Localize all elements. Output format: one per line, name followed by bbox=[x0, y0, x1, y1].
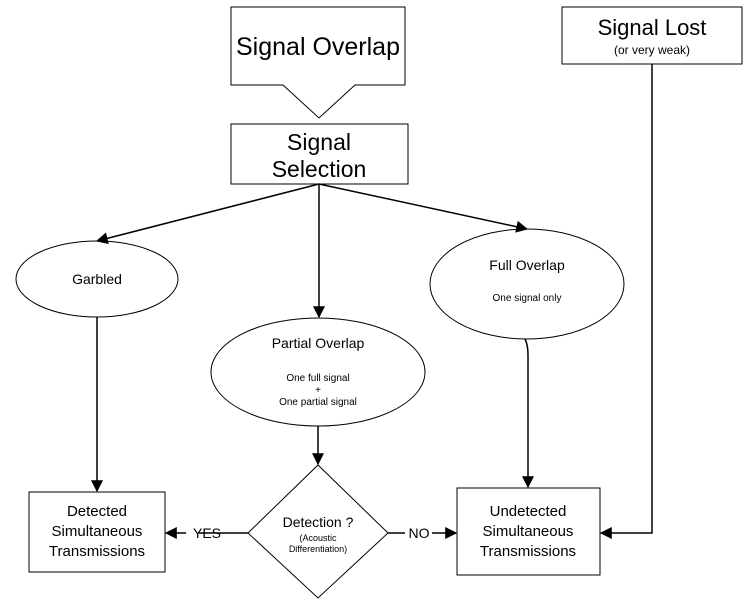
edge-selection-to-full bbox=[318, 183, 529, 233]
undetected-line1: Undetected bbox=[490, 503, 567, 520]
edge-full-to-undetected bbox=[522, 338, 534, 489]
full-overlap-sublabel: One signal only bbox=[493, 293, 562, 304]
detection-decision-node: Detection ? (Acoustic Differentiation) bbox=[247, 464, 389, 599]
partial-overlap-sub1: One full signal bbox=[286, 373, 349, 384]
undetected-line3: Transmissions bbox=[480, 543, 576, 560]
signal-lost-label: Signal Lost bbox=[598, 15, 707, 40]
edge-selection-to-garbled bbox=[95, 183, 320, 245]
signal-lost-sublabel: (or very weak) bbox=[614, 43, 690, 57]
signal-selection-node: Signal Selection bbox=[230, 123, 409, 185]
partial-overlap-sub2: + bbox=[315, 385, 321, 396]
undetected-line2: Simultaneous bbox=[483, 523, 574, 540]
edge-lost-to-undetected bbox=[599, 64, 653, 539]
garbled-label: Garbled bbox=[72, 271, 122, 287]
detected-line2: Simultaneous bbox=[52, 523, 143, 540]
partial-overlap-sub3: One partial signal bbox=[279, 397, 357, 408]
detected-line1: Detected bbox=[67, 503, 127, 520]
signal-overlap-node: Signal Overlap bbox=[230, 6, 406, 119]
garbled-node: Garbled bbox=[15, 240, 179, 318]
undetected-transmissions-node: Undetected Simultaneous Transmissions bbox=[456, 487, 601, 576]
full-overlap-label: Full Overlap bbox=[489, 257, 565, 273]
full-overlap-node: Full Overlap One signal only bbox=[429, 228, 625, 340]
partial-overlap-label: Partial Overlap bbox=[272, 335, 365, 351]
signal-overlap-label: Signal Overlap bbox=[236, 33, 400, 61]
signal-selection-line2: Selection bbox=[272, 156, 367, 182]
edge-no-label: NO bbox=[409, 525, 430, 541]
partial-overlap-node: Partial Overlap One full signal + One pa… bbox=[210, 317, 426, 427]
detection-label: Detection ? bbox=[283, 514, 354, 530]
detection-sub2: Differentiation) bbox=[289, 544, 347, 554]
detection-sub1: (Acoustic bbox=[299, 533, 337, 543]
signal-lost-node: Signal Lost (or very weak) bbox=[561, 6, 743, 65]
edge-yes-label: YES bbox=[193, 525, 221, 541]
detected-transmissions-node: Detected Simultaneous Transmissions bbox=[28, 491, 166, 573]
signal-selection-line1: Signal bbox=[287, 129, 351, 155]
detected-line3: Transmissions bbox=[49, 543, 145, 560]
